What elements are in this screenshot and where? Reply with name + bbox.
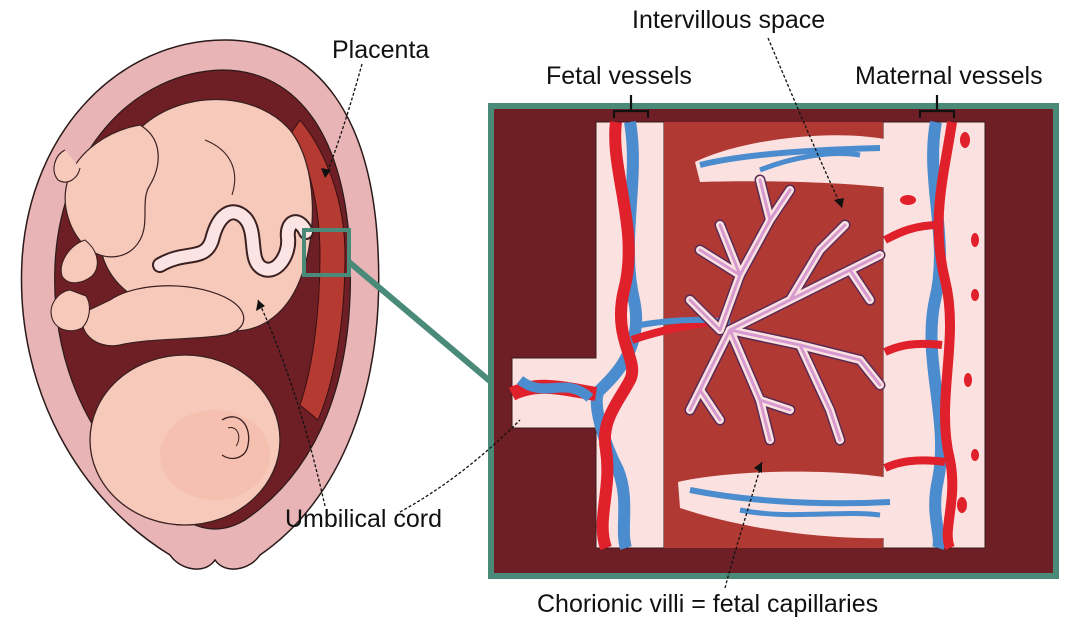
zoom-panel: [491, 106, 1056, 576]
fetus-head-shade: [160, 410, 270, 500]
label-placenta: Placenta: [332, 36, 429, 64]
label-umbilical-cord: Umbilical cord: [285, 505, 442, 533]
label-intervillous-space: Intervillous space: [632, 6, 825, 34]
label-fetal-vessels: Fetal vessels: [546, 62, 692, 90]
label-maternal-vessels: Maternal vessels: [855, 62, 1043, 90]
label-chorionic-villi: Chorionic villi = fetal capillaries: [537, 590, 878, 618]
uterus-illustration: [21, 40, 378, 569]
